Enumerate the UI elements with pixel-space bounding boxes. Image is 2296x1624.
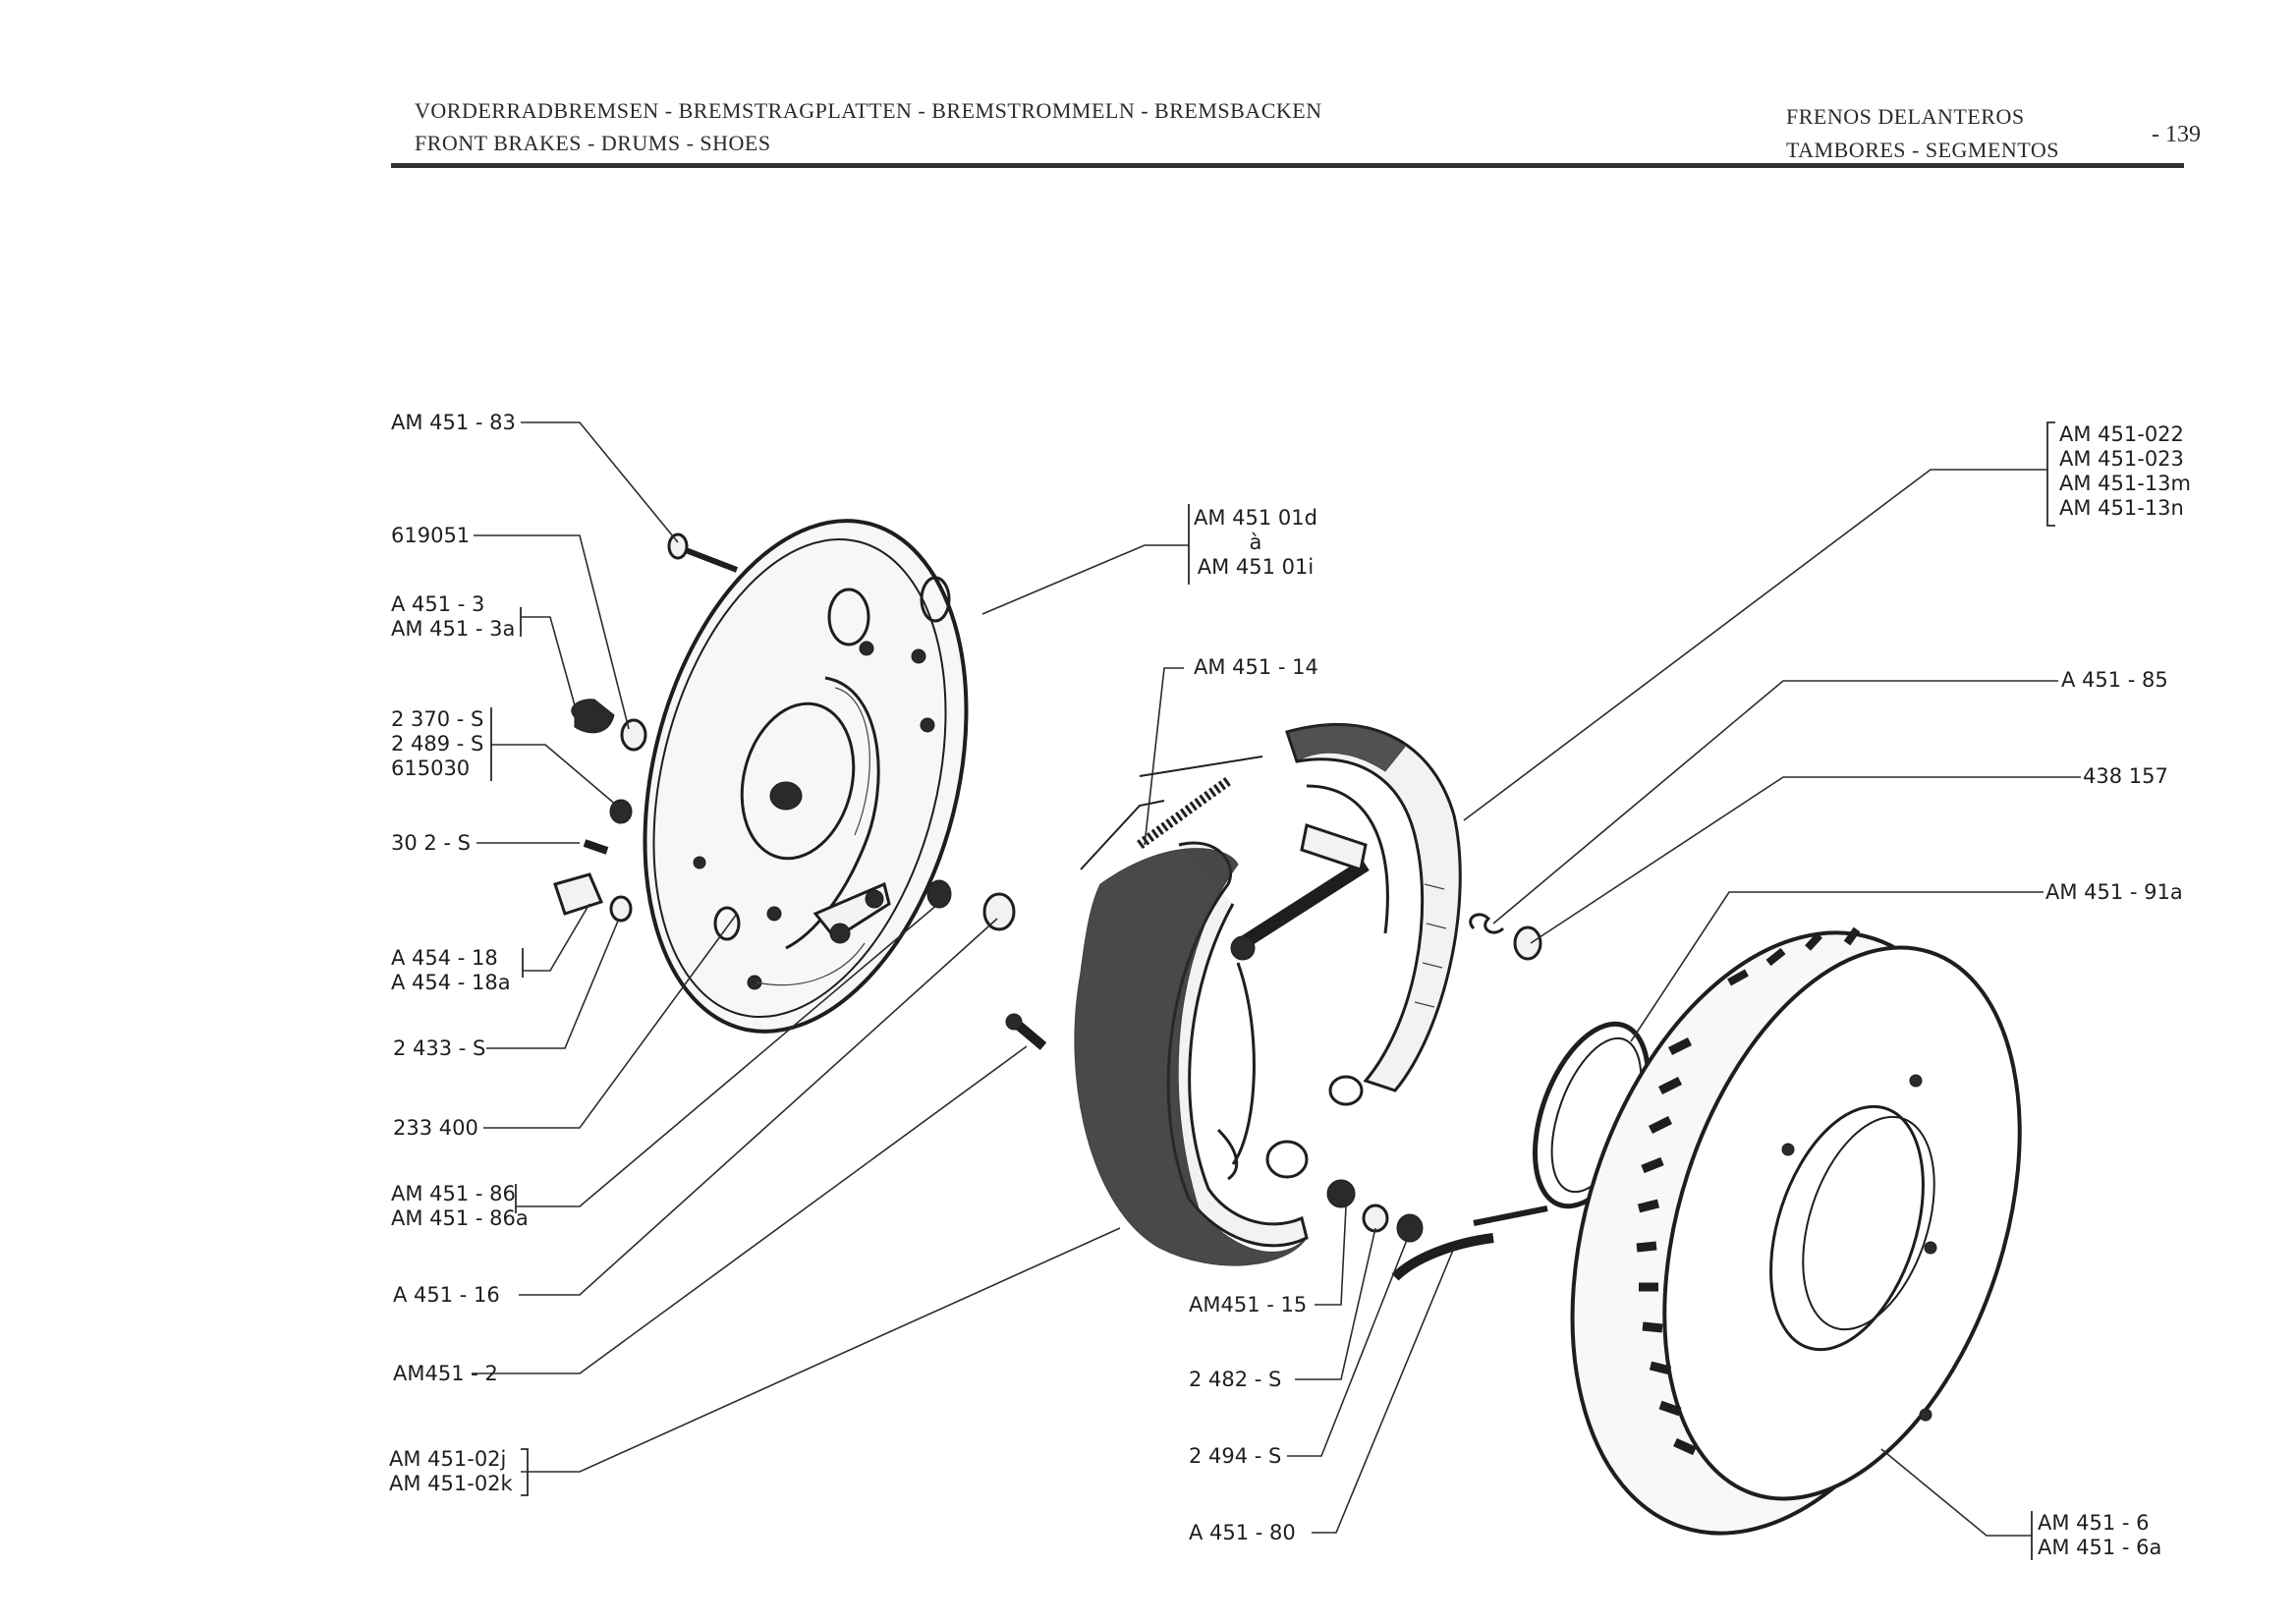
callout-line: AM 451-13m <box>2059 472 2191 495</box>
callout-am451-91a: AM 451 - 91a <box>2045 880 2183 905</box>
callout-line: AM451 - 2 <box>393 1362 498 1385</box>
return-spring <box>1080 756 1263 870</box>
callout-am451-02j: AM 451-02j AM 451-02k <box>389 1447 513 1496</box>
callout-a451-80: A 451 - 80 <box>1189 1521 1296 1545</box>
bolt-and-small-parts <box>553 532 1047 1050</box>
callout-line: AM 451 01i <box>1197 555 1315 579</box>
callout-line: AM 451 01d <box>1194 506 1317 530</box>
callout-line: AM 451 - 6a <box>2038 1536 2162 1559</box>
callout-2482-s: 2 482 - S <box>1189 1368 1281 1392</box>
callout-line: 233 400 <box>393 1116 478 1140</box>
callout-line: A 451 - 85 <box>2061 668 2168 692</box>
callout-line: 2 433 - S <box>393 1036 486 1060</box>
header-german: VORDERRADBREMSEN - BREMSTRAGPLATTEN - BR… <box>415 98 1322 123</box>
callout-line: AM 451 - 83 <box>391 411 516 434</box>
callout-am451-2: AM451 - 2 <box>393 1362 498 1386</box>
callout-am451-01d: AM 451 01d à AM 451 01i <box>1194 506 1317 580</box>
callout-line: 30 2 - S <box>391 831 472 855</box>
callout-a451-3: A 451 - 3 AM 451 - 3a <box>391 592 515 642</box>
callout-line: AM 451-022 <box>2059 422 2184 446</box>
callout-line: AM 451-02k <box>389 1472 513 1495</box>
callout-am451-15: AM451 - 15 <box>1189 1293 1307 1317</box>
callout-am451-6: AM 451 - 6 AM 451 - 6a <box>2038 1511 2161 1560</box>
callout-line: AM 451 - 86a <box>391 1206 529 1230</box>
header-spanish-line-1: FRENOS DELANTEROS <box>1786 104 2025 129</box>
callout-line: AM 451 - 86 <box>391 1182 516 1205</box>
brake-backing-plate <box>643 519 969 1034</box>
adjuster-parts <box>1326 913 1548 1281</box>
callout-am451-83: AM 451 - 83 <box>391 411 516 435</box>
callout-a454-18: A 454 - 18 A 454 - 18a <box>391 946 511 995</box>
callout-line: AM 451 - 6 <box>2038 1511 2150 1535</box>
callout-438157: 438 157 <box>2083 764 2168 789</box>
callout-line: AM 451-02j <box>389 1447 507 1471</box>
callout-am451-022: AM 451-022 AM 451-023 AM 451-13m AM 451-… <box>2059 422 2191 521</box>
callout-line: A 451 - 16 <box>393 1283 500 1307</box>
header-spanish-line-2: TAMBORES - SEGMENTOS <box>1786 138 2059 162</box>
callout-line: AM 451 - 14 <box>1194 655 1318 679</box>
callout-line: 2 482 - S <box>1189 1368 1282 1391</box>
callout-a451-85: A 451 - 85 <box>2061 668 2168 693</box>
callout-am451-14: AM 451 - 14 <box>1194 655 1318 680</box>
brake-shoe-upper <box>1239 723 1462 1106</box>
brake-shoe-lower <box>1074 841 1309 1266</box>
callout-line: A 454 - 18a <box>391 971 511 994</box>
callout-line: 619051 <box>391 524 471 547</box>
callout-302-s: 30 2 - S <box>391 831 471 856</box>
callout-line: 2 370 - S <box>391 707 484 731</box>
leader-lines <box>472 421 2081 1560</box>
callout-line: AM451 - 15 <box>1189 1293 1308 1316</box>
callout-line: A 451 - 3 <box>391 592 485 616</box>
callout-line: 615030 <box>391 756 471 780</box>
callout-am451-86: AM 451 - 86 AM 451 - 86a <box>391 1182 529 1231</box>
callout-line: AM 451-13n <box>2059 496 2184 520</box>
callout-line: A 451 - 80 <box>1189 1521 1296 1544</box>
callout-line: A 454 - 18 <box>391 946 498 970</box>
callout-line: AM 451 - 3a <box>391 617 516 641</box>
callout-619051: 619051 <box>391 524 470 548</box>
callout-line: AM 451 - 91a <box>2045 880 2183 904</box>
callout-line: 438 157 <box>2083 764 2168 788</box>
callout-line: 2 489 - S <box>391 732 484 756</box>
header-rule <box>391 163 2184 168</box>
page-number: - 139 <box>2152 122 2201 147</box>
brake-drum <box>1570 926 2022 1536</box>
callout-2433-s: 2 433 - S <box>393 1036 485 1061</box>
callout-line: 2 494 - S <box>1189 1444 1282 1468</box>
callout-233400: 233 400 <box>393 1116 478 1141</box>
callout-2494-s: 2 494 - S <box>1189 1444 1281 1469</box>
callout-line: à <box>1249 531 1262 554</box>
callout-2370-s: 2 370 - S 2 489 - S 615030 <box>391 707 483 781</box>
callout-a451-16: A 451 - 16 <box>393 1283 500 1308</box>
callout-line: AM 451-023 <box>2059 447 2184 471</box>
header-english: FRONT BRAKES - DRUMS - SHOES <box>415 131 771 155</box>
